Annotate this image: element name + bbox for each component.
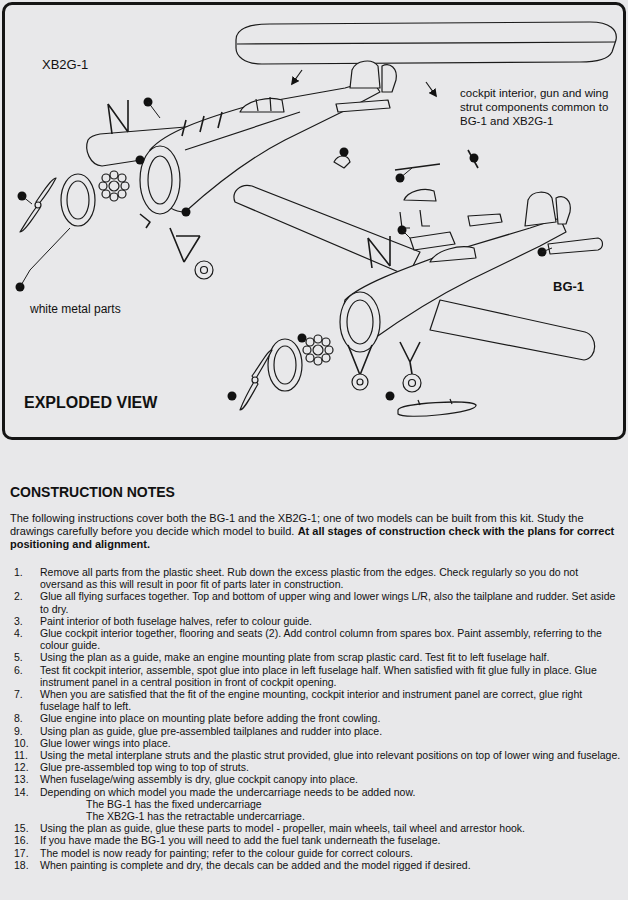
- step-number: 14.: [2, 786, 40, 823]
- note-item: 11.Using the metal interplane struts and…: [2, 749, 622, 761]
- step-body: Remove all parts from the plastic sheet.…: [40, 566, 622, 590]
- step-text: Test fit cockpit interior, assemble, spo…: [40, 664, 597, 688]
- step-text: Using the plan as guide, glue these part…: [40, 822, 525, 834]
- note-item: 17.The model is now ready for painting; …: [2, 847, 622, 859]
- step-body: Using the plan as guide, glue these part…: [40, 822, 622, 834]
- step-text: Glue engine into place on mounting plate…: [40, 712, 380, 724]
- step-body: Using the metal interplane struts and th…: [40, 749, 622, 761]
- step-text: Using the plan as a guide, make an engin…: [40, 651, 549, 663]
- note-item: 5.Using the plan as a guide, make an eng…: [2, 651, 622, 663]
- step-number: 7.: [2, 688, 40, 712]
- step-body: Depending on which model you made the un…: [40, 786, 622, 823]
- step-text: Glue lower wings into place.: [40, 737, 171, 749]
- step-body: Glue cockpit interior together, flooring…: [40, 627, 622, 651]
- step-number: 4.: [2, 627, 40, 651]
- note-item: 3.Paint interior of both fuselage halves…: [2, 615, 622, 627]
- step-text: The model is now ready for painting; ref…: [40, 847, 413, 859]
- part-label: white metal parts: [30, 302, 121, 316]
- step-body: If you have made the BG-1 you will need …: [40, 834, 622, 846]
- step-number: 3.: [2, 615, 40, 627]
- step-body: Using plan as guide, glue pre-assembled …: [40, 725, 622, 737]
- step-body: Glue lower wings into place.: [40, 737, 622, 749]
- construction-notes: 1.Remove all parts from the plastic shee…: [2, 566, 622, 871]
- part-label: XB2G-1: [42, 57, 88, 73]
- step-number: 13.: [2, 773, 40, 785]
- note-item: 8.Glue engine into place on mounting pla…: [2, 712, 622, 724]
- step-text: If you have made the BG-1 you will need …: [40, 834, 440, 846]
- note-item: 15.Using the plan as guide, glue these p…: [2, 822, 622, 834]
- note-item: 1.Remove all parts from the plastic shee…: [2, 566, 622, 590]
- step-number: 9.: [2, 725, 40, 737]
- step-body: Using the plan as a guide, make an engin…: [40, 651, 622, 663]
- step-number: 1.: [2, 566, 40, 590]
- step-number: 5.: [2, 651, 40, 663]
- step-body: When painting is complete and dry, the d…: [40, 859, 622, 871]
- step-number: 17.: [2, 847, 40, 859]
- step-text: Glue pre-assembled top wing to top of st…: [40, 761, 249, 773]
- step-text: Using the metal interplane struts and th…: [40, 749, 620, 761]
- note-item: 13.When fuselage/wing assembly is dry, g…: [2, 773, 622, 785]
- note-item: 12.Glue pre-assembled top wing to top of…: [2, 761, 622, 773]
- step-number: 15.: [2, 822, 40, 834]
- step-number: 11.: [2, 749, 40, 761]
- step-body: Paint interior of both fuselage halves, …: [40, 615, 622, 627]
- step-text: When painting is complete and dry, the d…: [40, 859, 471, 871]
- step-body: When fuselage/wing assembly is dry, glue…: [40, 773, 622, 785]
- step-text: Remove all parts from the plastic sheet.…: [40, 566, 578, 590]
- step-subnote: The BG-1 has the fixed undercarriage: [40, 798, 622, 810]
- step-number: 16.: [2, 834, 40, 846]
- step-body: The model is now ready for painting; ref…: [40, 847, 622, 859]
- step-body: Test fit cockpit interior, assemble, spo…: [40, 664, 622, 688]
- step-body: Glue engine into place on mounting plate…: [40, 712, 622, 724]
- step-text: Paint interior of both fuselage halves, …: [40, 615, 312, 627]
- step-body: Glue pre-assembled top wing to top of st…: [40, 761, 622, 773]
- step-text: When fuselage/wing assembly is dry, glue…: [40, 773, 358, 785]
- step-subnote: The XB2G-1 has the retractable undercarr…: [40, 810, 622, 822]
- note-item: 18.When painting is complete and dry, th…: [2, 859, 622, 871]
- step-text: Depending on which model you made the un…: [40, 786, 415, 798]
- note-item: 6.Test fit cockpit interior, assemble, s…: [2, 664, 622, 688]
- step-text: Using plan as guide, glue pre-assembled …: [40, 725, 382, 737]
- step-number: 2.: [2, 590, 40, 614]
- note-item: 7.When you are satisfied that the fit of…: [2, 688, 622, 712]
- note-item: 4.Glue cockpit interior together, floori…: [2, 627, 622, 651]
- note-item: 14.Depending on which model you made the…: [2, 786, 622, 823]
- section-heading: CONSTRUCTION NOTES: [10, 484, 175, 500]
- intro-paragraph: The following instructions cover both th…: [10, 512, 620, 551]
- step-text: When you are satisfied that the fit of t…: [40, 688, 582, 712]
- step-number: 6.: [2, 664, 40, 688]
- step-number: 18.: [2, 859, 40, 871]
- note-item: 2.Glue all flying surfaces together. Top…: [2, 590, 622, 614]
- view-title: EXPLODED VIEW: [24, 393, 157, 412]
- step-text: Glue cockpit interior together, flooring…: [40, 627, 602, 651]
- note-item: 10.Glue lower wings into place.: [2, 737, 622, 749]
- step-body: When you are satisfied that the fit of t…: [40, 688, 622, 712]
- step-text: Glue all flying surfaces together. Top a…: [40, 590, 615, 614]
- step-number: 8.: [2, 712, 40, 724]
- note-item: 16.If you have made the BG-1 you will ne…: [2, 834, 622, 846]
- view-panel: XB2G-1 cockpit interior, gun and wing str…: [2, 2, 626, 440]
- step-body: Glue all flying surfaces together. Top a…: [40, 590, 622, 614]
- part-label: cockpit interior, gun and wing strut com…: [460, 87, 620, 128]
- note-item: 9.Using plan as guide, glue pre-assemble…: [2, 725, 622, 737]
- part-label: BG-1: [553, 279, 584, 295]
- step-number: 10.: [2, 737, 40, 749]
- step-number: 12.: [2, 761, 40, 773]
